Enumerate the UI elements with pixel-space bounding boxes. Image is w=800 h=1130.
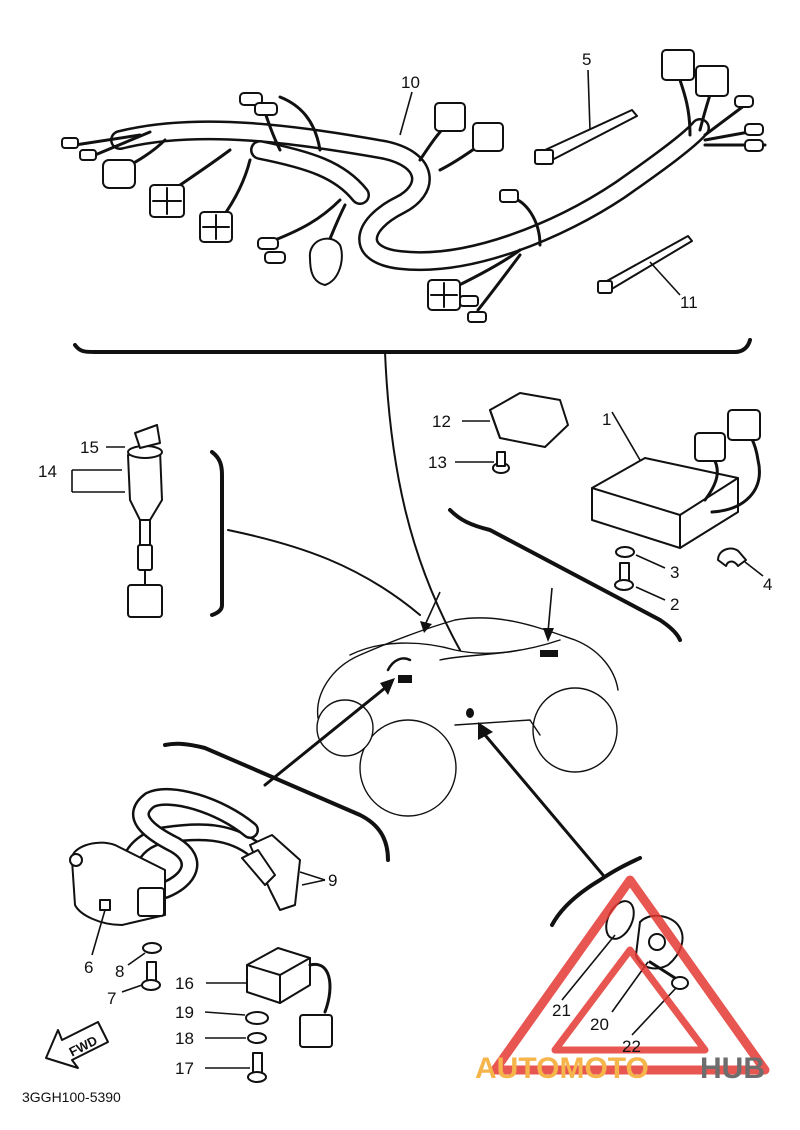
clip-part-4	[717, 547, 764, 577]
callout-12: 12	[432, 412, 451, 431]
callout-5: 5	[582, 50, 591, 69]
callout-21: 21	[552, 1001, 571, 1020]
relay-part-12	[462, 392, 569, 448]
callout-17: 17	[175, 1059, 194, 1078]
key-part-15	[134, 424, 161, 449]
callout-22: 22	[622, 1037, 641, 1056]
watermark-text-automoto: AUTOMOTO	[475, 1052, 649, 1085]
main-switch-part-14	[127, 445, 163, 618]
cdi-bracket-line	[448, 508, 682, 642]
watermark-logo	[490, 875, 770, 1075]
atv-outline	[316, 617, 619, 817]
washer-part-8	[127, 942, 162, 966]
callout-4: 4	[763, 575, 772, 594]
callout-3: 3	[670, 563, 679, 582]
location-arrows	[263, 587, 605, 877]
callout-16: 16	[175, 974, 194, 993]
callout-8: 8	[115, 962, 124, 981]
callout-1: 1	[602, 410, 611, 429]
washer-part-3	[615, 546, 666, 569]
band-part-5	[534, 109, 638, 165]
leader-coil-6	[91, 909, 106, 956]
callout-18: 18	[175, 1029, 194, 1048]
leader-5	[587, 69, 591, 131]
callout-14: 14	[38, 462, 57, 481]
fwd-arrow: FWD	[45, 1021, 109, 1069]
bolt-part-2	[614, 562, 666, 601]
watermark-text-hub: HUB	[700, 1052, 765, 1085]
callout-13: 13	[428, 453, 447, 472]
callout-7: 7	[107, 989, 116, 1008]
rectifier-part-16	[206, 947, 333, 1048]
callout-6: 6	[84, 958, 93, 977]
callout-2: 2	[670, 595, 679, 614]
leader-switch-to-vehicle	[227, 529, 421, 616]
bolt-part-7	[121, 961, 161, 993]
plug-cap-part-9	[241, 834, 326, 911]
screw-part-13	[455, 451, 510, 474]
band-part-11	[597, 235, 693, 294]
callout-15: 15	[80, 438, 99, 457]
coil-bracket-line	[163, 741, 390, 862]
washer-part-19	[204, 1011, 269, 1025]
callout-20: 20	[590, 1015, 609, 1034]
leader-10	[399, 91, 413, 136]
switch-bracket-line	[210, 450, 224, 617]
callout-11: 11	[680, 293, 698, 312]
wire-harness-drawing	[61, 49, 767, 323]
callout-19: 19	[175, 1003, 194, 1022]
ignition-coil-part-6	[69, 787, 264, 926]
leader-11	[649, 261, 681, 296]
switch-leader-lines	[71, 446, 125, 493]
lock-washer-part-18	[205, 1032, 267, 1044]
callout-9: 9	[328, 871, 337, 890]
cdi-unit-part-1	[591, 409, 761, 549]
callout-10: 10	[401, 73, 420, 92]
bolt-part-17	[205, 1052, 267, 1083]
harness-bracket-line	[73, 338, 752, 354]
diagram-code: 3GGH100-5390	[22, 1089, 121, 1105]
leader-harness-to-vehicle	[384, 351, 461, 651]
neutral-bracket-line	[550, 856, 642, 927]
